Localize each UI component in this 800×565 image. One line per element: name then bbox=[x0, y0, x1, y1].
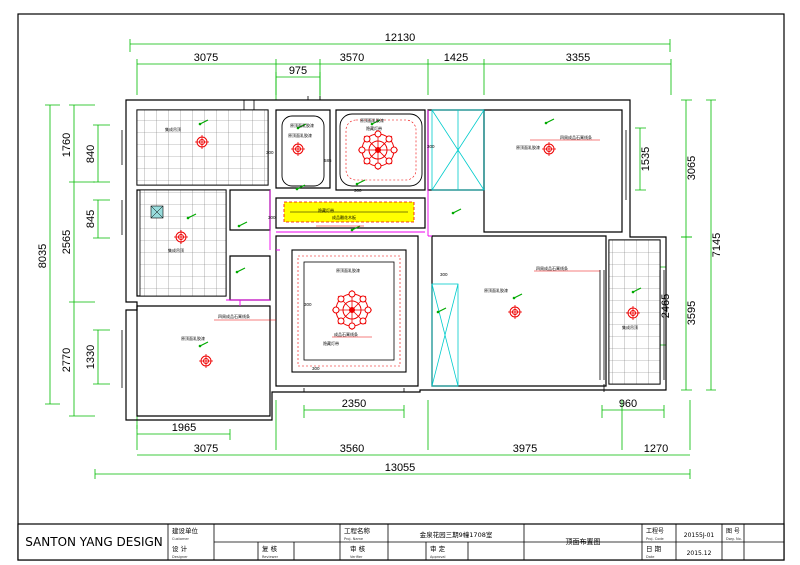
title-verifier-label-en: Verifier bbox=[350, 555, 363, 559]
label-living-light: 隐藏灯带 bbox=[323, 340, 339, 346]
label-yellow-bar1: 隐藏灯带 bbox=[318, 207, 334, 213]
title-verifier-label: 审 核 bbox=[350, 544, 366, 553]
tiled-areas bbox=[136, 109, 661, 385]
dim-right-overall: 7145 bbox=[711, 233, 723, 257]
small-dim: 300 bbox=[440, 272, 448, 277]
title-date: 2015.12 bbox=[687, 550, 712, 557]
title-project-label: 工程名称 bbox=[344, 526, 371, 535]
title-project-label-en: Proj. Name bbox=[344, 537, 363, 541]
label-bedroom1: 原顶面乳胶漆 bbox=[181, 335, 205, 341]
label-bath2: 集成吊顶 bbox=[168, 247, 184, 253]
dim-bottom-overall: 13055 bbox=[385, 462, 416, 474]
title-approval-label: 审 定 bbox=[430, 544, 446, 553]
dim-left-3: 2565 bbox=[61, 230, 73, 254]
label-balcony: 集成吊顶 bbox=[622, 324, 638, 330]
label-living-top: 原顶面乳胶漆 bbox=[336, 267, 360, 273]
dim-bottom-4: 1270 bbox=[644, 443, 668, 455]
label-kitchen-ceiling: 原顶面乳胶漆 bbox=[288, 132, 312, 138]
dim-bottom-inner-1: 1965 bbox=[172, 422, 196, 434]
small-dim: 585 bbox=[324, 158, 332, 163]
label-bath1: 集成吊顶 bbox=[165, 126, 181, 132]
living-ceiling bbox=[291, 249, 407, 373]
label-living-bottom: 成品石膏线条 bbox=[334, 331, 358, 337]
label-bedroom1-line: 四周成品石膏线条 bbox=[218, 313, 250, 319]
exhaust-fan bbox=[150, 205, 164, 219]
dim-left-2: 840 bbox=[85, 145, 97, 163]
title-proj-code-label-en: Proj. Code bbox=[646, 537, 664, 541]
label-bedroom3-line: 四周成品石膏线条 bbox=[536, 265, 568, 271]
dimension-lines bbox=[45, 39, 716, 479]
small-dim: 300 bbox=[354, 188, 362, 193]
dim-left-5: 2770 bbox=[61, 348, 73, 372]
label-kitchen: 原顶面乳胶漆 bbox=[290, 122, 314, 128]
dim-bottom-1: 3075 bbox=[194, 443, 218, 455]
dim-top-5: 3355 bbox=[566, 52, 590, 64]
dim-bottom-2: 3560 bbox=[340, 443, 364, 455]
dim-top-4: 1425 bbox=[444, 52, 468, 64]
dim-right-1: 3065 bbox=[686, 156, 698, 180]
title-reviewer-label-en: Reviewer bbox=[262, 555, 279, 559]
label-bedroom2-line: 四周成品石膏线条 bbox=[560, 134, 592, 140]
dim-top-2: 975 bbox=[289, 65, 307, 77]
title-customer-label-en: Customer bbox=[172, 537, 190, 541]
title-approval-label-en: Approval bbox=[430, 555, 446, 559]
title-date-label: 日 期 bbox=[646, 545, 662, 553]
dim-bottom-inner-2: 2350 bbox=[342, 398, 366, 410]
title-proj-code-label: 工程号 bbox=[646, 527, 664, 535]
label-dining-top: 原顶面乳胶漆 bbox=[360, 117, 384, 123]
dim-left-overall: 8035 bbox=[37, 244, 49, 268]
label-bedroom3: 原顶面乳胶漆 bbox=[484, 287, 508, 293]
dim-top-3: 3570 bbox=[340, 52, 364, 64]
dim-left-4: 845 bbox=[85, 210, 97, 228]
title-designer-label: 设 计 bbox=[172, 544, 188, 553]
dim-right-4: 2465 bbox=[660, 294, 672, 318]
dim-top-1: 3075 bbox=[194, 52, 218, 64]
title-company: SANTON YANG DESIGN bbox=[25, 535, 163, 549]
label-dining-light: 隐藏灯带 bbox=[366, 125, 382, 131]
partition-lines bbox=[226, 110, 432, 306]
dim-right-2: 1535 bbox=[640, 147, 652, 171]
label-yellow-bar2: 成品雕花木板 bbox=[332, 214, 356, 220]
small-dim: 300 bbox=[312, 366, 320, 371]
small-dimensions: 300 585 300 300 300 300 300 300 bbox=[266, 144, 448, 371]
dim-right-3: 3595 bbox=[686, 301, 698, 325]
dining-ceiling bbox=[339, 113, 423, 187]
small-dim: 300 bbox=[268, 215, 276, 220]
label-underlines bbox=[214, 139, 600, 338]
dim-bottom-3: 3975 bbox=[513, 443, 537, 455]
dimension-texts: 12130 3075 975 3570 1425 3355 1965 2350 … bbox=[37, 32, 723, 474]
title-block: SANTON YANG DESIGN 建设单位 Customer 设 计 Des… bbox=[17, 523, 785, 561]
title-date-label-en: Date bbox=[646, 555, 654, 559]
dim-bottom-inner-3: 960 bbox=[619, 398, 637, 410]
small-dim: 300 bbox=[266, 150, 274, 155]
title-designer-label-en: Designer bbox=[172, 555, 188, 559]
sheet-border bbox=[17, 13, 785, 561]
small-dim: 300 bbox=[427, 144, 435, 149]
title-drawing-no-label-en: Dwg. No. bbox=[726, 537, 742, 541]
wardrobes bbox=[431, 109, 485, 387]
dim-left-1: 1760 bbox=[61, 133, 73, 157]
title-reviewer-label: 复 核 bbox=[262, 544, 278, 553]
dim-top-overall: 12130 bbox=[385, 32, 416, 44]
dim-left-6: 1330 bbox=[85, 345, 97, 369]
feature-panel bbox=[283, 201, 415, 223]
title-customer-label: 建设单位 bbox=[172, 526, 199, 535]
small-dim: 300 bbox=[304, 302, 312, 307]
title-project-name: 金泉花园三期9幢1708室 bbox=[420, 530, 493, 539]
label-bedroom2: 原顶面乳胶漆 bbox=[516, 144, 540, 150]
title-proj-code: 20155J-01 bbox=[684, 532, 715, 539]
title-drawing-title: 顶面布置图 bbox=[566, 537, 601, 546]
title-drawing-no-label: 图 号 bbox=[726, 528, 740, 535]
room-labels: 集成吊顶 集成吊顶 原顶面乳胶漆 四周成品石膏线条 原顶面乳胶漆 原顶面乳胶漆 … bbox=[165, 117, 638, 346]
window-marks bbox=[121, 96, 665, 392]
